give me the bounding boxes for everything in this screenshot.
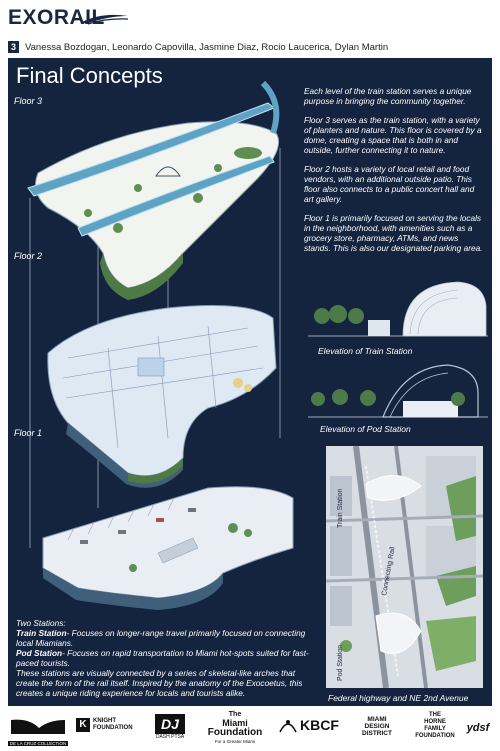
knight-text-2: FOUNDATION — [93, 725, 133, 731]
description-floor-2: Floor 2 hosts a variety of local retail … — [304, 164, 475, 204]
sponsor-dash: DJ DASH PTSA — [148, 714, 192, 740]
sponsor-ydsf: ydsf — [462, 718, 494, 736]
map-label-pod-station: Pod Station — [337, 645, 344, 681]
section-number-badge: 3 — [8, 41, 19, 53]
poster-title: Final Concepts — [16, 63, 163, 88]
brand-logo: EXORAIL — [8, 6, 105, 29]
knight-text-1: KNIGHT — [93, 718, 116, 724]
pod-station-elevation-drawing — [308, 364, 488, 418]
de-la-cruz-text: DE LA CRUZ COLLECTION — [8, 741, 68, 746]
exploded-axonometric-illustration — [27, 80, 294, 610]
poster-panel: Final Concepts Floor 3 Floor 2 Floor 1 — [8, 58, 492, 706]
floor-3-label: Floor 3 — [14, 96, 43, 106]
floor-1-model — [42, 486, 294, 610]
floor-2-model — [47, 305, 277, 488]
horne-text-2: HORNE — [424, 719, 446, 725]
floor-1-label: Floor 1 — [14, 428, 43, 438]
brand-swoosh-icon — [82, 14, 129, 25]
two-stations-text: Two Stations: Train Station- Focuses on … — [16, 618, 486, 698]
miami-foundation-text-2: Miami — [222, 718, 248, 728]
pod-station-note: Pod Station- Focuses on rapid transporta… — [16, 648, 316, 668]
train-elevation-caption: Elevation of Train Station — [318, 346, 413, 356]
design-district-text-2: DESIGN — [364, 723, 390, 730]
de-la-cruz-logo-icon — [11, 719, 65, 734]
horne-text-1: THE — [429, 712, 441, 718]
description-floor-3: Floor 3 serves as the train station, wit… — [304, 115, 482, 155]
miami-foundation-text-3: Foundation — [207, 727, 263, 738]
map-label-train-station: Train Station — [337, 488, 344, 528]
design-district-text-1: MIAMI — [367, 716, 387, 723]
ydsf-text: ydsf — [466, 722, 490, 734]
floor-2-label: Floor 2 — [14, 251, 43, 261]
dash-text: DASH PTSA — [155, 734, 185, 740]
pod-elevation-caption: Elevation of Pod Station — [320, 424, 411, 434]
design-district-text-3: DISTRICT — [362, 730, 392, 737]
kbcf-logo-icon — [279, 720, 297, 733]
dash-logo-icon: DJ — [155, 714, 185, 734]
miami-foundation-text-4: For a Greater Miami — [214, 739, 256, 744]
knight-logo-icon: K — [76, 718, 90, 732]
sponsor-logos-bar: DE LA CRUZ COLLECTION K KNIGHT FOUNDATIO… — [0, 708, 500, 751]
pod-station-note-text: - Focuses on rapid transportation to Mia… — [16, 648, 309, 668]
horne-text-4: FOUNDATION — [415, 733, 455, 739]
floor-3-model — [27, 80, 280, 300]
site-plan-map: Train Station Connecting Rail Pod Statio… — [326, 446, 483, 688]
authors-text: Vanessa Bozdogan, Leonardo Capovilla, Ja… — [25, 41, 389, 53]
description-floor-1: Floor 1 is primarily focused on serving … — [304, 213, 483, 253]
sponsor-miami-design-district: MIAMI DESIGN DISTRICT — [352, 716, 402, 737]
authors-line: 3 Vanessa Bozdogan, Leonardo Capovilla, … — [8, 40, 388, 54]
sponsor-kbcf: KBCF — [278, 716, 342, 734]
header-bar: EXORAIL — [0, 0, 500, 38]
floor-descriptions: Each level of the train station serves a… — [304, 86, 486, 262]
sponsor-horne-family: THE HORNE FAMILY FOUNDATION — [410, 712, 460, 740]
train-station-note: Train Station- Focuses on longer-range t… — [16, 628, 316, 648]
description-intro: Each level of the train station serves a… — [304, 86, 472, 106]
sponsor-knight: K KNIGHT FOUNDATION — [76, 718, 136, 732]
kbcf-text: KBCF — [300, 717, 339, 733]
sponsor-de-la-cruz: DE LA CRUZ COLLECTION — [8, 716, 68, 746]
pod-station-note-label: Pod Station — [16, 648, 63, 658]
horne-text-3: FAMILY — [424, 726, 446, 732]
train-station-note-text: - Focuses on longer-range travel primari… — [16, 628, 306, 648]
site-map-caption: Federal highway and NE 2nd Avenue — [328, 693, 469, 703]
train-station-elevation-drawing — [308, 281, 488, 337]
stations-closing-note: These stations are visually connected by… — [16, 668, 303, 698]
miami-foundation-text-1: The — [228, 711, 242, 718]
sponsor-miami-foundation: The Miami Foundation For a Greater Miami — [200, 710, 270, 746]
train-station-note-label: Train Station — [16, 628, 67, 638]
two-stations-heading: Two Stations: — [16, 618, 66, 628]
